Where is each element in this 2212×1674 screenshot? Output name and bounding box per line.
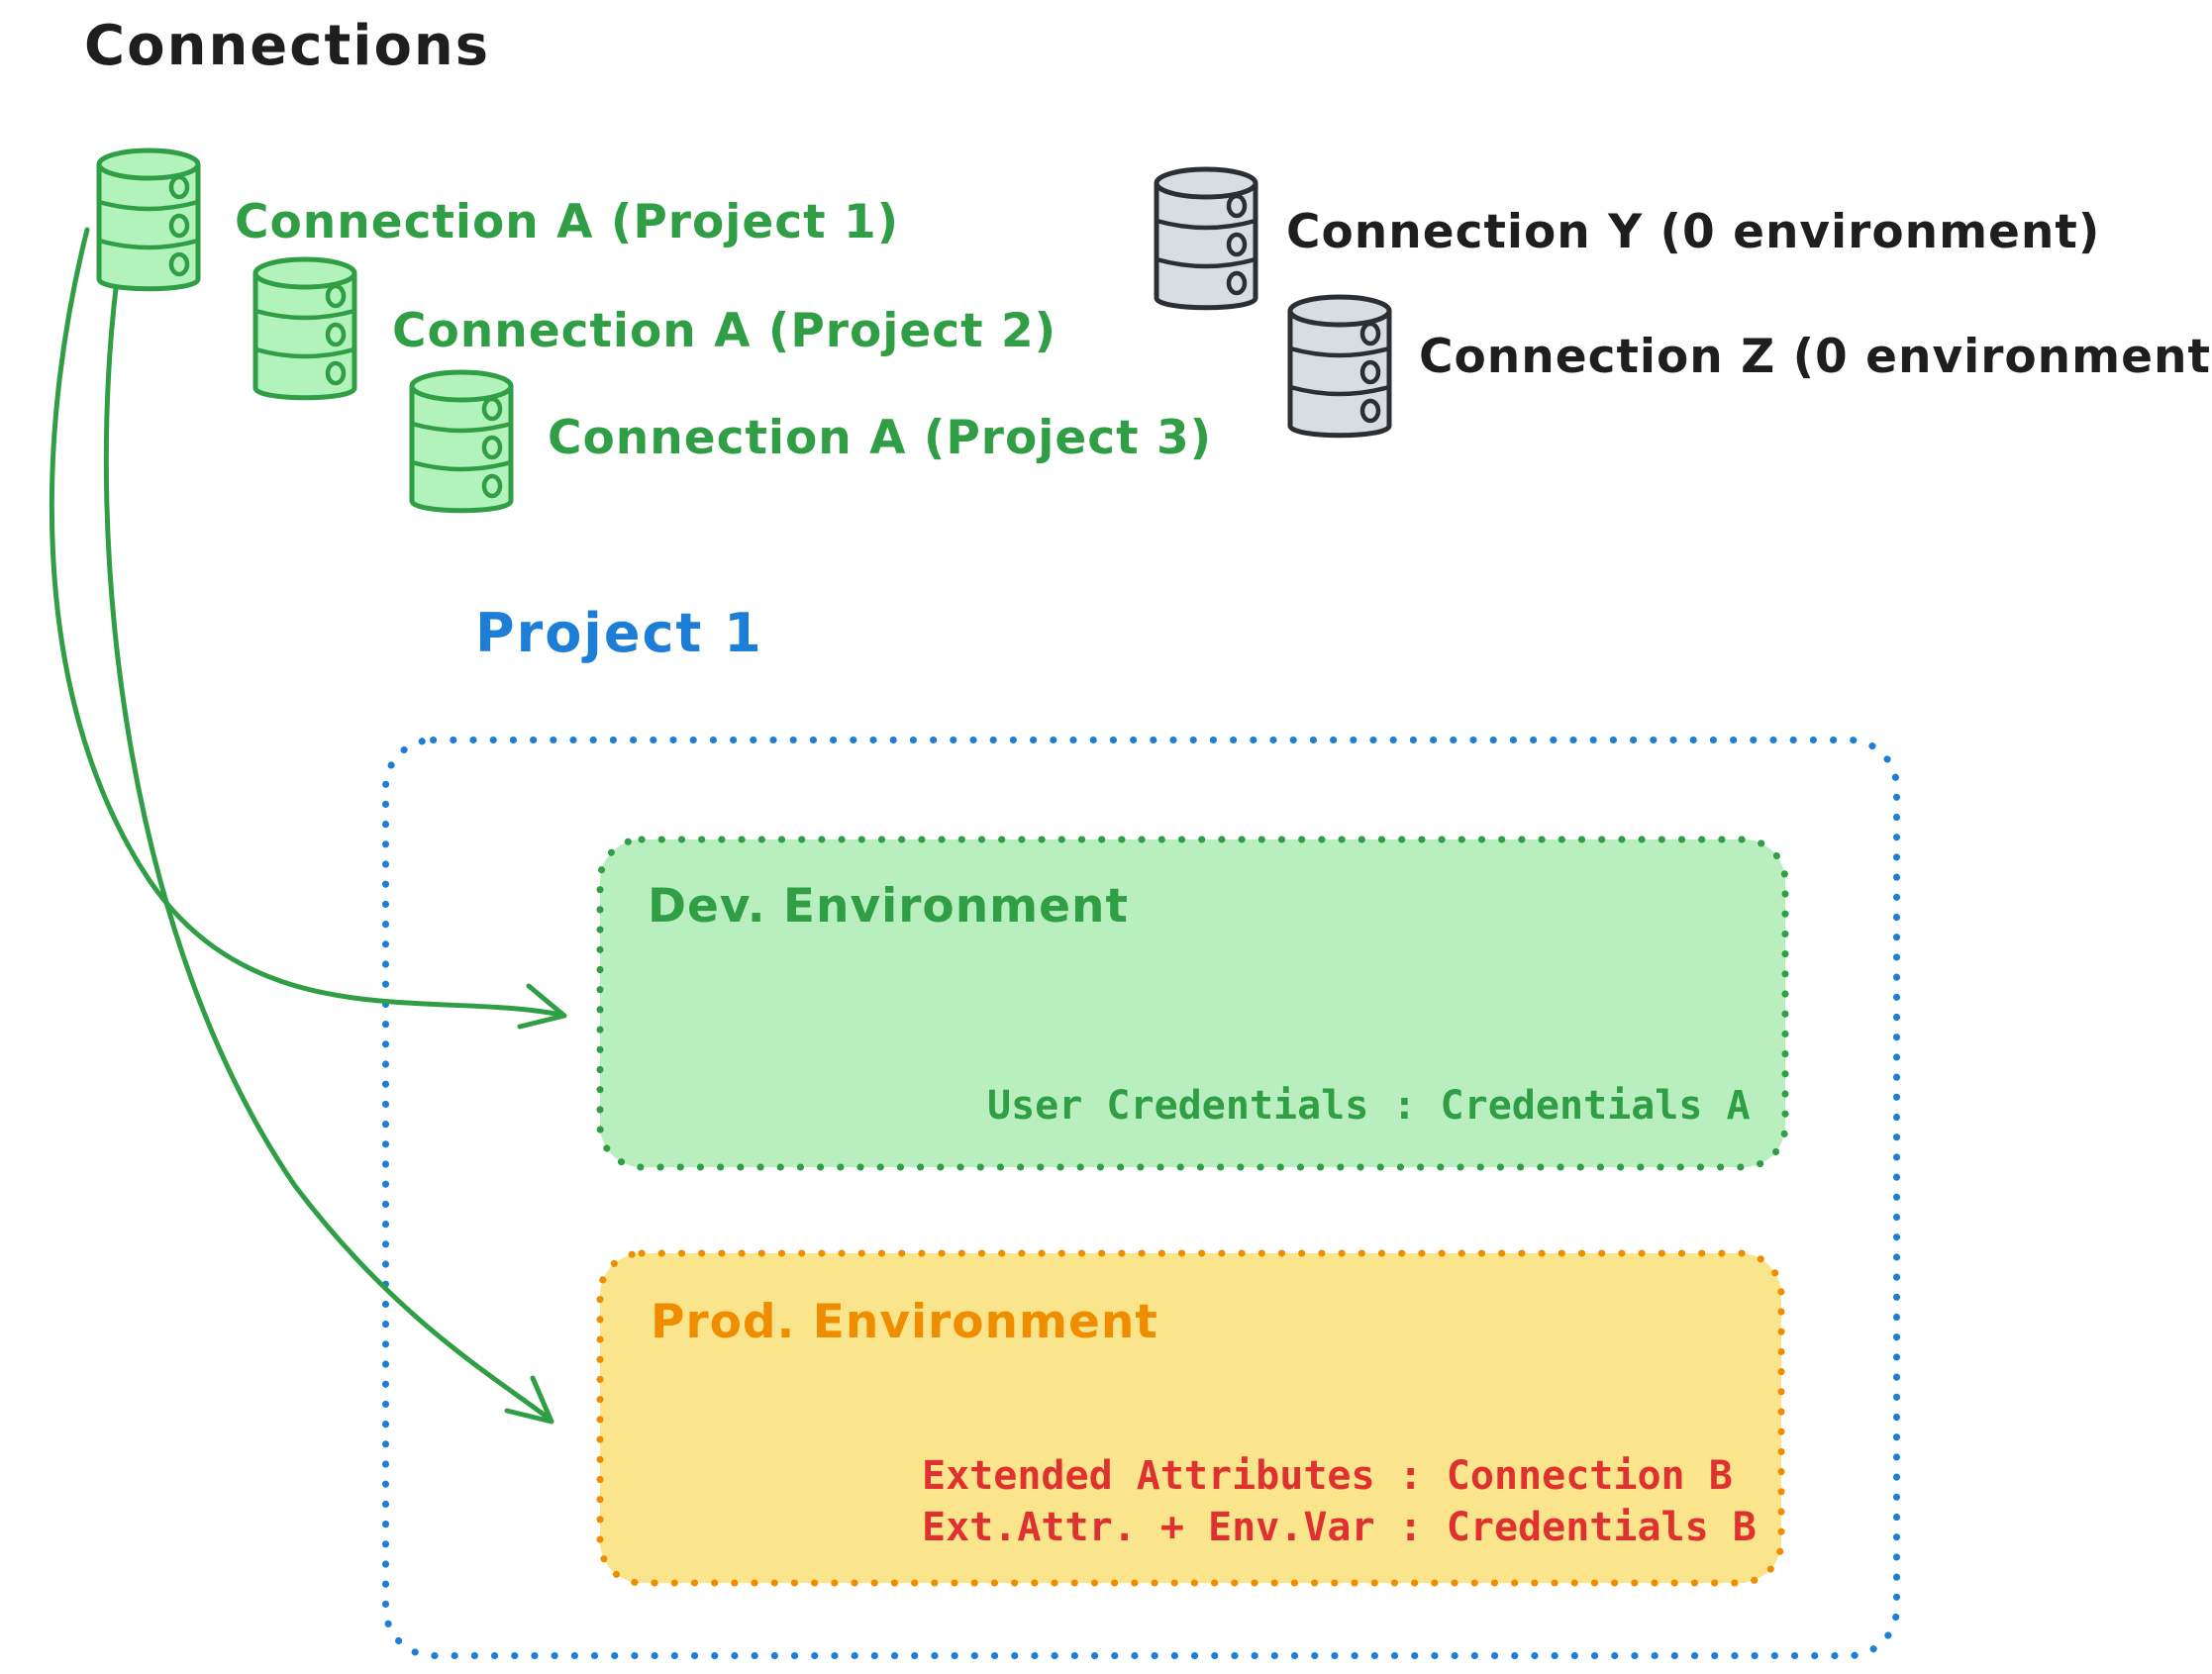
database-icon	[1284, 293, 1395, 443]
connection-y-label: Connection Y (0 environment)	[1286, 205, 2101, 259]
prod-environment-border	[596, 1249, 1785, 1587]
database-icon	[406, 368, 517, 519]
dev-environment-title: Dev. Environment	[648, 879, 1129, 934]
connection-a-project-2-label: Connection A (Project 2)	[392, 304, 1057, 358]
database-icon	[1151, 165, 1261, 316]
prod-attributes-line: Extended Attributes : Connection B	[922, 1453, 1733, 1499]
connection-z-label: Connection Z (0 environment)	[1419, 330, 2212, 384]
dev-environment-box: Dev. Environment User Credentials : Cred…	[596, 836, 1789, 1171]
prod-credentials-lines: Extended Attributes : Connection B Ext.A…	[922, 1450, 1757, 1553]
diagram-title: Connections	[84, 14, 491, 78]
dev-environment-border	[596, 836, 1789, 1171]
project-1-title: Project 1	[475, 602, 763, 664]
project-1-container: Dev. Environment User Credentials : Cred…	[381, 736, 1901, 1660]
prod-environment-title: Prod. Environment	[651, 1295, 1158, 1349]
prod-envvar-line: Ext.Attr. + Env.Var : Credentials B	[922, 1505, 1757, 1550]
database-icon	[250, 255, 360, 406]
prod-environment-box: Prod. Environment Extended Attributes : …	[596, 1249, 1785, 1587]
dev-credentials-line: User Credentials : Credentials A	[987, 1083, 1751, 1129]
connection-a-project-1-label: Connection A (Project 1)	[235, 195, 900, 249]
connection-a-project-3-label: Connection A (Project 3)	[548, 411, 1213, 465]
project-1-border	[382, 737, 1900, 1659]
database-icon	[93, 147, 204, 297]
